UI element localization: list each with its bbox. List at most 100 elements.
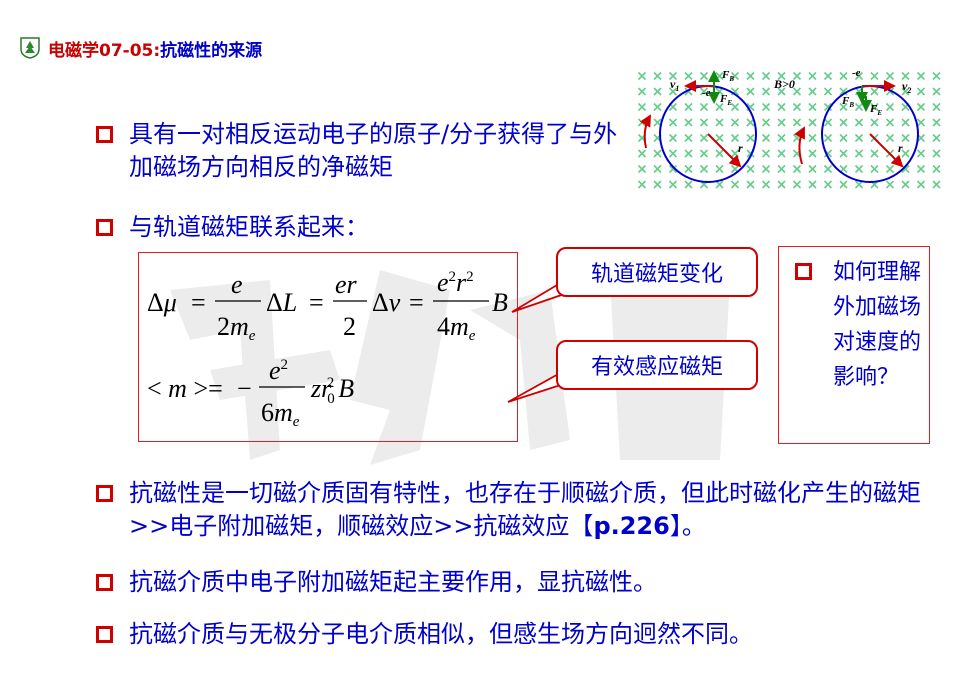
field-cross-mark bbox=[715, 102, 724, 112]
svg-text:er: er bbox=[335, 270, 358, 299]
field-cross-mark bbox=[823, 133, 833, 143]
label-fb-right: FB bbox=[841, 95, 854, 109]
bullet-5: 抗磁介质与无极分子电介质相似，但感生场方向迥然不同。 bbox=[96, 618, 956, 651]
field-cross-mark bbox=[808, 149, 817, 158]
field-cross-mark bbox=[653, 118, 662, 127]
svg-text:ΔL: ΔL bbox=[266, 288, 297, 317]
field-cross-mark bbox=[668, 133, 678, 143]
callout-induced-text: 有效感应磁矩 bbox=[590, 355, 723, 380]
question-text: 如何理解外加磁场对速度的影响？ bbox=[833, 260, 922, 390]
field-cross-mark bbox=[777, 180, 786, 189]
callout-orbital-moment-change: 轨道磁矩变化 bbox=[556, 247, 758, 297]
field-cross-mark bbox=[746, 180, 755, 189]
field-cross-mark bbox=[808, 118, 817, 127]
bullet-square-icon bbox=[96, 626, 113, 643]
field-cross-mark bbox=[808, 164, 817, 174]
field-cross-mark bbox=[916, 149, 926, 158]
field-cross-mark bbox=[777, 133, 786, 143]
callout-induced-moment: 有效感应磁矩 bbox=[556, 340, 758, 390]
field-cross-mark bbox=[854, 164, 864, 174]
field-cross-mark bbox=[746, 118, 755, 127]
field-cross-mark bbox=[885, 164, 895, 174]
field-cross-mark bbox=[839, 118, 848, 127]
field-cross-mark bbox=[761, 102, 771, 112]
field-cross-mark bbox=[839, 180, 848, 189]
slide-title: 抗磁性的来源 bbox=[160, 40, 263, 61]
field-cross-mark bbox=[792, 180, 802, 189]
bullet-square-icon bbox=[96, 574, 113, 591]
field-cross-mark bbox=[870, 118, 879, 127]
field-cross-mark bbox=[684, 118, 693, 127]
slide-header: 电磁学07-05: 抗磁性的来源 bbox=[20, 36, 263, 61]
bullet-square-icon bbox=[96, 485, 113, 502]
label-e-left: -e bbox=[702, 87, 711, 99]
label-v2: v2 bbox=[902, 79, 911, 95]
field-cross-mark bbox=[699, 133, 709, 143]
field-cross-marks bbox=[637, 71, 941, 189]
field-cross-mark bbox=[885, 133, 895, 143]
field-cross-mark bbox=[653, 149, 662, 158]
field-cross-mark bbox=[653, 164, 662, 174]
field-cross-mark bbox=[699, 118, 709, 127]
field-cross-mark bbox=[761, 71, 771, 81]
field-cross-mark bbox=[777, 164, 786, 174]
field-cross-mark bbox=[885, 118, 895, 127]
field-cross-mark bbox=[823, 71, 833, 81]
radius-right-arrow bbox=[869, 133, 904, 168]
field-cross-mark bbox=[777, 102, 786, 112]
field-cross-mark bbox=[746, 87, 755, 96]
field-cross-mark bbox=[792, 164, 802, 174]
field-cross-mark bbox=[637, 71, 647, 81]
field-cross-mark bbox=[932, 118, 941, 127]
field-cross-mark bbox=[761, 164, 771, 174]
field-cross-mark bbox=[684, 164, 693, 174]
bullet-4-text: 抗磁介质中电子附加磁矩起主要作用，显抗磁性。 bbox=[129, 568, 657, 596]
field-cross-mark bbox=[916, 71, 926, 81]
field-cross-mark bbox=[823, 180, 833, 189]
field-cross-mark bbox=[932, 71, 941, 81]
svg-text:B: B bbox=[492, 288, 508, 317]
field-cross-mark bbox=[932, 133, 941, 143]
bullet-square-icon bbox=[795, 263, 812, 280]
university-logo-icon bbox=[20, 37, 40, 59]
field-cross-mark bbox=[699, 149, 709, 158]
field-cross-mark bbox=[932, 180, 941, 189]
field-cross-mark bbox=[901, 149, 910, 158]
svg-text:4me: 4me bbox=[437, 312, 476, 344]
formula-box: Δμ = e 2me ΔL = er 2 Δv = e2r2 4me B < m… bbox=[138, 252, 518, 442]
field-cross-mark bbox=[932, 87, 941, 96]
field-cross-mark bbox=[684, 149, 693, 158]
field-cross-mark bbox=[839, 149, 848, 158]
field-cross-mark bbox=[901, 133, 910, 143]
field-cross-mark bbox=[932, 164, 941, 174]
rotation-right-arrow bbox=[794, 126, 805, 165]
field-cross-mark bbox=[699, 164, 709, 174]
field-cross-mark bbox=[808, 102, 817, 112]
field-cross-mark bbox=[808, 87, 817, 96]
field-cross-mark bbox=[715, 180, 724, 189]
field-cross-mark bbox=[916, 118, 926, 127]
field-cross-mark bbox=[916, 164, 926, 174]
field-cross-mark bbox=[761, 118, 771, 127]
callout-orbital-text: 轨道磁矩变化 bbox=[590, 262, 723, 287]
field-cross-mark bbox=[932, 102, 941, 112]
field-cross-mark bbox=[637, 102, 647, 112]
field-cross-mark bbox=[854, 71, 864, 81]
formula-svg: Δμ = e 2me ΔL = er 2 Δv = e2r2 4me B < m… bbox=[147, 268, 508, 430]
field-cross-mark bbox=[870, 71, 879, 81]
svg-text:e2: e2 bbox=[269, 356, 288, 385]
field-cross-mark bbox=[684, 71, 693, 81]
field-cross-mark bbox=[746, 71, 755, 81]
field-cross-mark bbox=[839, 133, 848, 143]
field-cross-mark bbox=[684, 133, 693, 143]
field-cross-mark bbox=[668, 149, 678, 158]
field-cross-mark bbox=[730, 180, 740, 189]
field-cross-mark bbox=[637, 118, 647, 127]
svg-text:e2r2: e2r2 bbox=[437, 268, 474, 297]
svg-text:2: 2 bbox=[343, 312, 356, 341]
field-cross-mark bbox=[808, 71, 817, 81]
rotation-left-arrow bbox=[639, 114, 651, 149]
label-fb-left: FB bbox=[721, 69, 734, 83]
svg-text:e: e bbox=[231, 270, 243, 299]
field-cross-mark bbox=[808, 133, 817, 143]
